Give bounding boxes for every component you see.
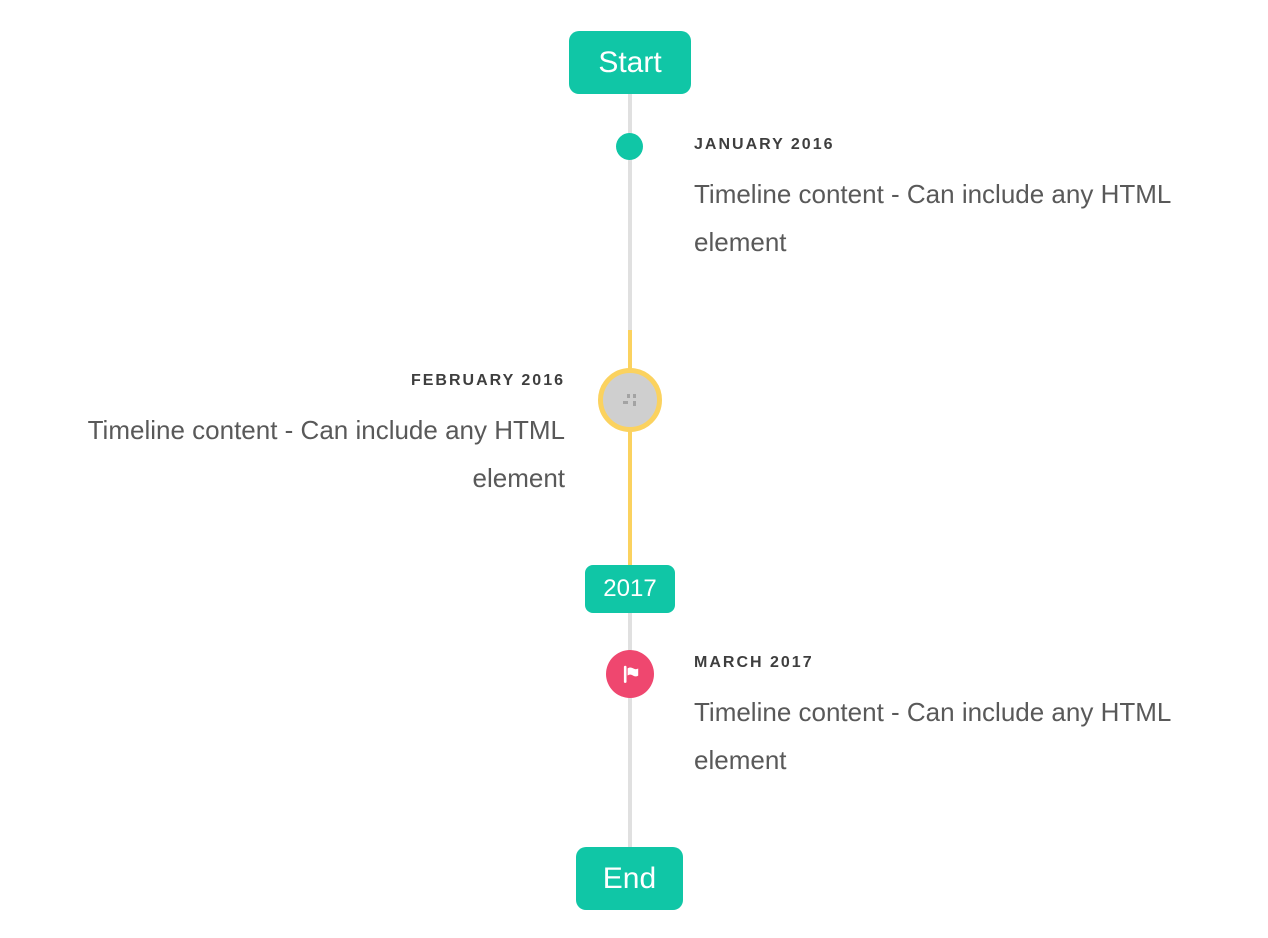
end-badge: End [576,847,683,910]
timeline-entry-march: MARCH 2017 Timeline content - Can includ… [694,653,1224,784]
entry-title: JANUARY 2016 [694,136,835,153]
flag-icon [623,665,639,683]
start-badge: Start [569,31,691,94]
marker-dot-january[interactable] [616,133,643,160]
marker-flag-march[interactable] [606,650,654,698]
timeline-line-highlight [628,330,632,565]
year-badge-2017: 2017 [585,565,675,613]
marker-selected-february[interactable] [598,368,662,432]
entry-content: Timeline content - Can include any HTML … [694,697,1171,775]
timeline-entry-february: FEBRUARY 2016 Timeline content - Can inc… [35,371,565,502]
timeline-entry-january: JANUARY 2016 Timeline content - Can incl… [694,135,1224,266]
entry-content: Timeline content - Can include any HTML … [694,179,1171,257]
broken-image-icon [622,394,638,406]
entry-content: Timeline content - Can include any HTML … [87,415,565,493]
entry-title: MARCH 2017 [694,654,814,671]
entry-title: FEBRUARY 2016 [410,372,565,389]
